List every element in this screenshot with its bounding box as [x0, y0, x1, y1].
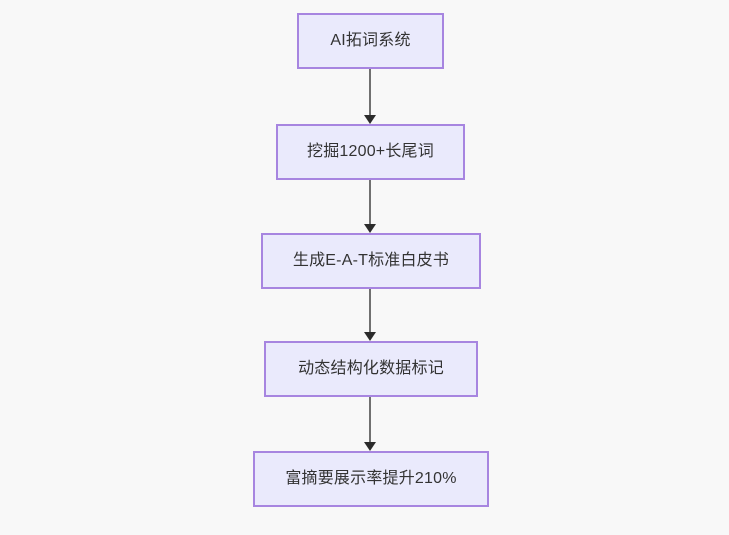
flow-connector-n3-to-n4 [360, 289, 380, 341]
flow-node-n4[interactable]: 动态结构化数据标记 [264, 341, 478, 397]
arrow-down-icon [364, 115, 376, 124]
flow-node-label: AI拓词系统 [330, 32, 411, 50]
flow-node-n3[interactable]: 生成E-A-T标准白皮书 [261, 233, 481, 289]
connector-line [369, 397, 371, 443]
flow-connector-n1-to-n2 [360, 69, 380, 124]
flow-node-n5[interactable]: 富摘要展示率提升210% [253, 451, 489, 507]
connector-line [369, 289, 371, 333]
connector-line [369, 180, 371, 225]
arrow-down-icon [364, 332, 376, 341]
flow-node-label: 动态结构化数据标记 [298, 360, 444, 378]
flow-node-label: 生成E-A-T标准白皮书 [292, 252, 450, 270]
flow-connector-n4-to-n5 [360, 397, 380, 451]
flow-node-label: 挖掘1200+长尾词 [307, 143, 434, 161]
flow-connector-n2-to-n3 [360, 180, 380, 233]
arrow-down-icon [364, 224, 376, 233]
connector-line [369, 69, 371, 116]
flow-node-n1[interactable]: AI拓词系统 [297, 13, 444, 69]
arrow-down-icon [364, 442, 376, 451]
flow-node-label: 富摘要展示率提升210% [285, 470, 457, 488]
flow-node-n2[interactable]: 挖掘1200+长尾词 [276, 124, 465, 180]
